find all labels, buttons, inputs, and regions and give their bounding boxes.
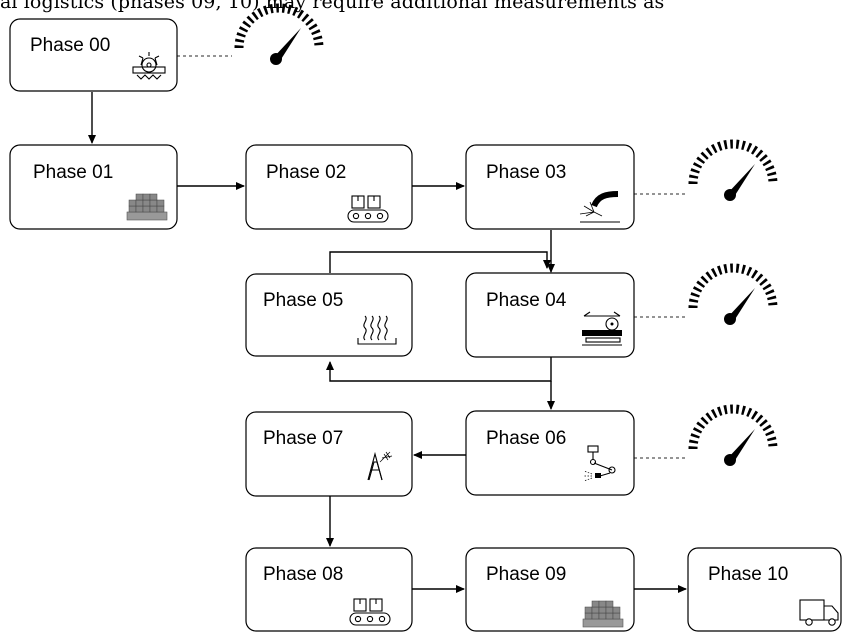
gauge-icon <box>693 144 773 201</box>
phase-03-label: Phase 03 <box>486 162 566 183</box>
rolling-machine-icon <box>582 311 622 346</box>
gauge-icon <box>693 409 773 466</box>
phase-07-node[interactable]: Phase 07 <box>245 411 413 497</box>
phase-02-label: Phase 02 <box>266 162 346 183</box>
spray-robot-icon <box>583 445 616 482</box>
phase-05-node[interactable]: Phase 05 <box>245 273 413 357</box>
phase-10-label: Phase 10 <box>708 564 788 585</box>
phase-05-label: Phase 05 <box>263 290 343 311</box>
phase-09-node[interactable]: Phase 09 <box>465 547 635 632</box>
phase-10-node[interactable]: Phase 10 <box>687 547 842 632</box>
phase-02-node[interactable]: Phase 02 <box>245 144 413 230</box>
figure-caption-fragment: al logistics (phases 09, 10) may require… <box>0 0 665 13</box>
phase-06-node[interactable]: Phase 06 <box>465 410 635 496</box>
saw-blade-icon <box>132 52 166 80</box>
welding-torch-icon <box>579 191 620 223</box>
phase-09-label: Phase 09 <box>486 564 566 585</box>
flow-edges <box>88 92 687 593</box>
phase-07-label: Phase 07 <box>263 428 343 449</box>
phase-00-node[interactable]: Phase 00 <box>9 18 178 92</box>
phase-04-node[interactable]: Phase 04 <box>465 272 635 358</box>
measurement-links <box>177 8 773 466</box>
phase-08-label: Phase 08 <box>263 564 343 585</box>
phase-04-label: Phase 04 <box>486 290 567 311</box>
edge-05-04-loop <box>329 251 551 273</box>
phase-06-label: Phase 06 <box>486 428 566 449</box>
phase-00-label: Phase 00 <box>30 35 110 56</box>
phase-01-node[interactable]: Phase 01 <box>9 144 178 230</box>
edge-04-05-loop <box>326 357 552 382</box>
laser-marking-icon <box>367 451 393 481</box>
delivery-truck-icon <box>799 599 839 626</box>
phase-08-node[interactable]: Phase 08 <box>245 547 413 632</box>
phase-01-label: Phase 01 <box>33 162 113 183</box>
gauge-icon <box>239 8 319 65</box>
gauge-icon <box>693 268 773 325</box>
heat-treatment-icon <box>357 315 397 345</box>
phase-03-node[interactable]: Phase 03 <box>465 144 635 230</box>
